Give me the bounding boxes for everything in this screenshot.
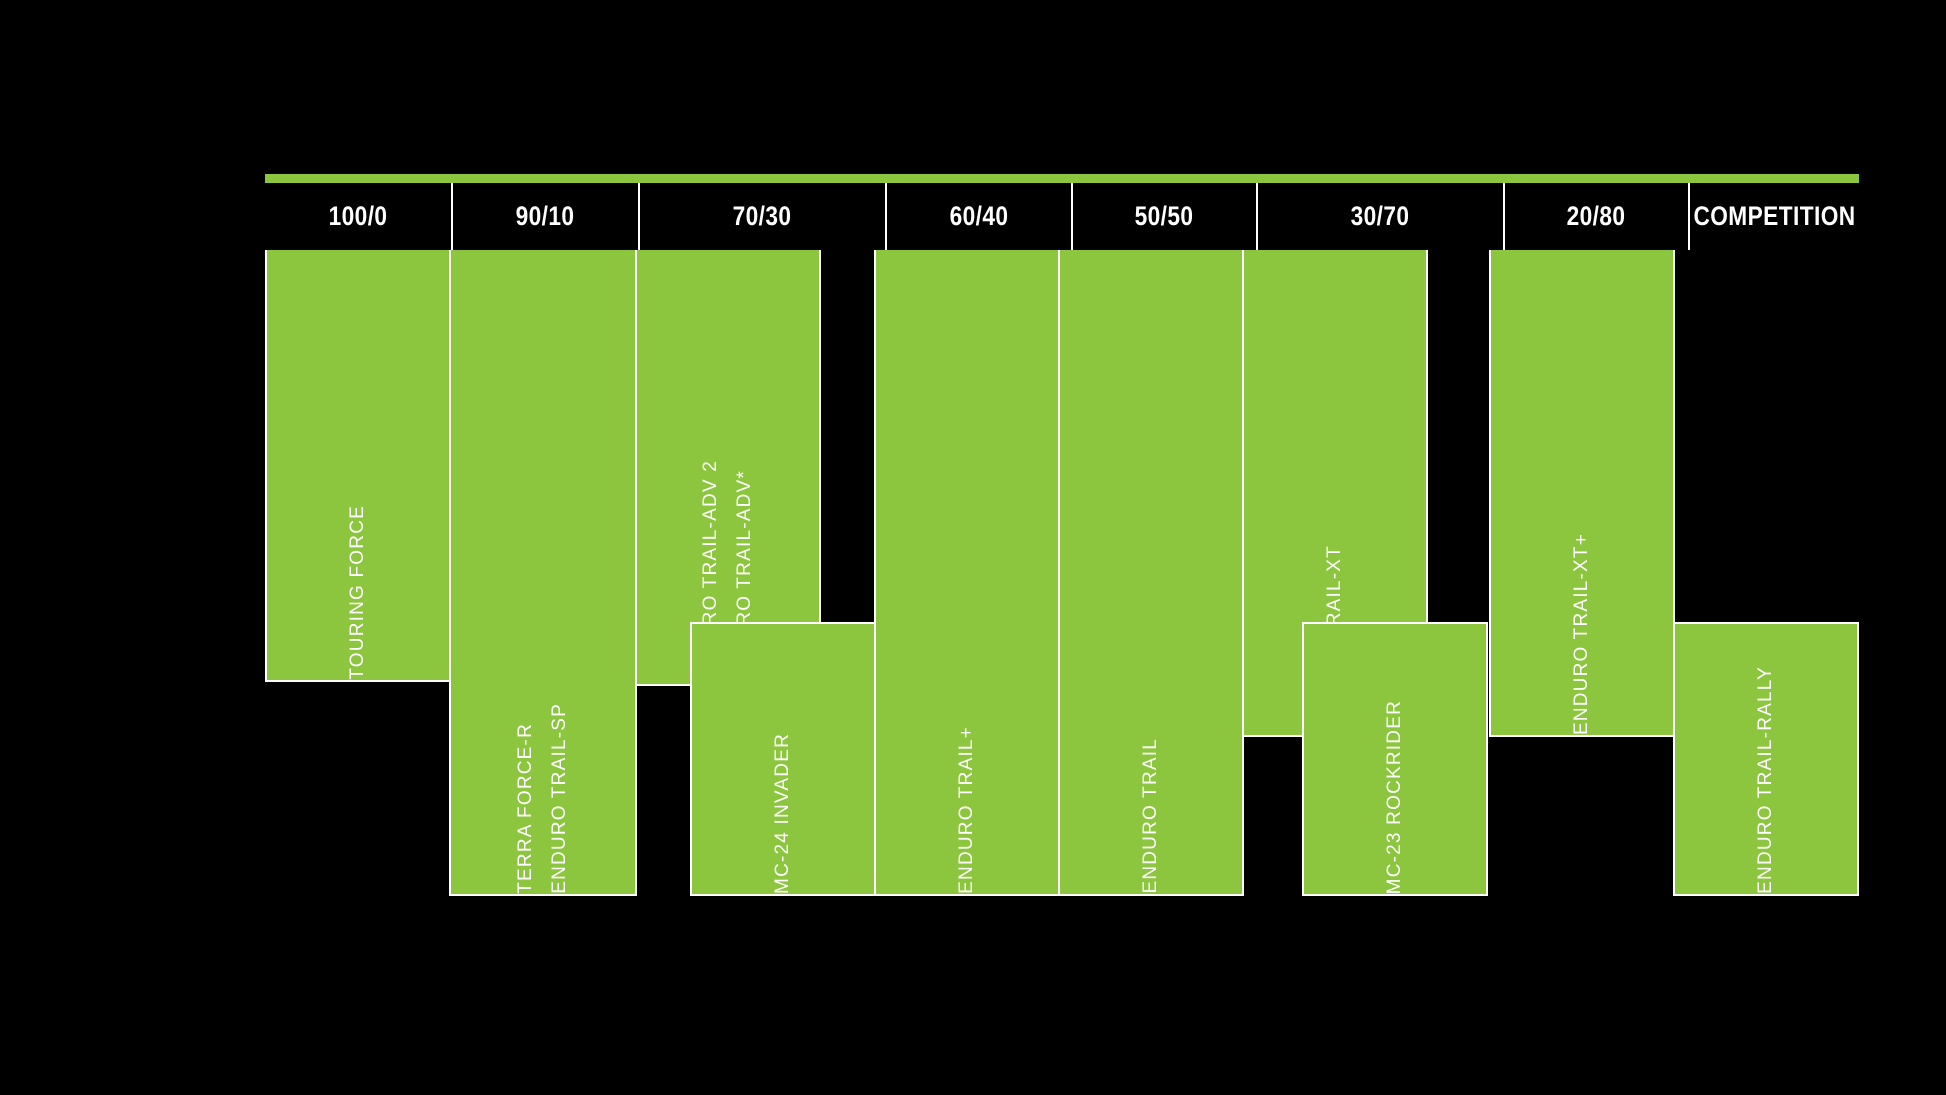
bar-label-enduro-trail-sp: ENDURO TRAIL-SP <box>549 703 570 894</box>
header-label: 90/10 <box>516 201 575 231</box>
header-divider <box>885 183 887 250</box>
bar-label-enduro-trail-plus: ENDURO TRAIL+ <box>956 726 977 894</box>
top-accent-rule <box>265 174 1859 183</box>
header-divider <box>451 183 453 250</box>
bar-enduro-trail-plus[interactable]: ENDURO TRAIL+ <box>874 250 1060 896</box>
header-divider <box>1688 183 1690 250</box>
bar-terra-force-r-enduro-trail-sp[interactable]: TERRA FORCE-R ENDURO TRAIL-SP <box>449 250 637 896</box>
header-cell-30-70: 30/70 <box>1258 183 1503 250</box>
bar-touring-force[interactable]: TOURING FORCE <box>265 250 451 682</box>
bar-enduro-trail[interactable]: ENDURO TRAIL <box>1058 250 1244 896</box>
bar-label-touring-force: TOURING FORCE <box>347 505 368 680</box>
bar-label-enduro-trail: ENDURO TRAIL <box>1140 738 1161 894</box>
header-cell-100-0: 100/0 <box>265 183 451 250</box>
bar-enduro-trail-adv[interactable]: ENDURO TRAIL-ADV 2 ENDURO TRAIL-ADV* <box>635 250 821 686</box>
header-label: COMPETITION <box>1693 201 1856 231</box>
bar-mc-24-invader[interactable]: MC-24 INVADER <box>690 622 876 896</box>
bar-enduro-trail-rally[interactable]: ENDURO TRAIL-RALLY <box>1673 622 1859 896</box>
header-label: 50/50 <box>1135 201 1194 231</box>
header-cell-90-10: 90/10 <box>453 183 638 250</box>
bar-label-terra-force-r: TERRA FORCE-R <box>515 723 536 894</box>
header-divider <box>638 183 640 250</box>
header-cell-70-30: 70/30 <box>640 183 885 250</box>
category-header-row: 100/0 90/10 70/30 60/40 50/50 30/70 20/8… <box>265 183 1859 250</box>
header-cell-competition: COMPETITION <box>1690 183 1859 250</box>
header-label: 60/40 <box>949 201 1009 231</box>
header-cell-50-50: 50/50 <box>1073 183 1256 250</box>
bar-label-mc-23-rockrider: MC-23 ROCKRIDER <box>1384 699 1405 894</box>
bar-mc-23-rockrider[interactable]: MC-23 ROCKRIDER <box>1302 622 1488 896</box>
header-divider <box>1256 183 1258 250</box>
header-label: 20/80 <box>1567 201 1626 231</box>
bar-label-mc-24-invader: MC-24 INVADER <box>772 733 793 894</box>
header-cell-20-80: 20/80 <box>1505 183 1688 250</box>
bar-enduro-trail-xt-plus[interactable]: ENDURO TRAIL-XT+ <box>1489 250 1675 737</box>
header-divider <box>1071 183 1073 250</box>
header-divider <box>1503 183 1505 250</box>
header-label: 70/30 <box>733 201 792 231</box>
bar-label-enduro-trail-xt-plus: ENDURO TRAIL-XT+ <box>1571 532 1592 735</box>
header-label: 30/70 <box>1351 201 1410 231</box>
bar-label-enduro-trail-rally: ENDURO TRAIL-RALLY <box>1755 666 1776 894</box>
header-cell-60-40: 60/40 <box>887 183 1071 250</box>
header-label: 100/0 <box>328 201 388 231</box>
